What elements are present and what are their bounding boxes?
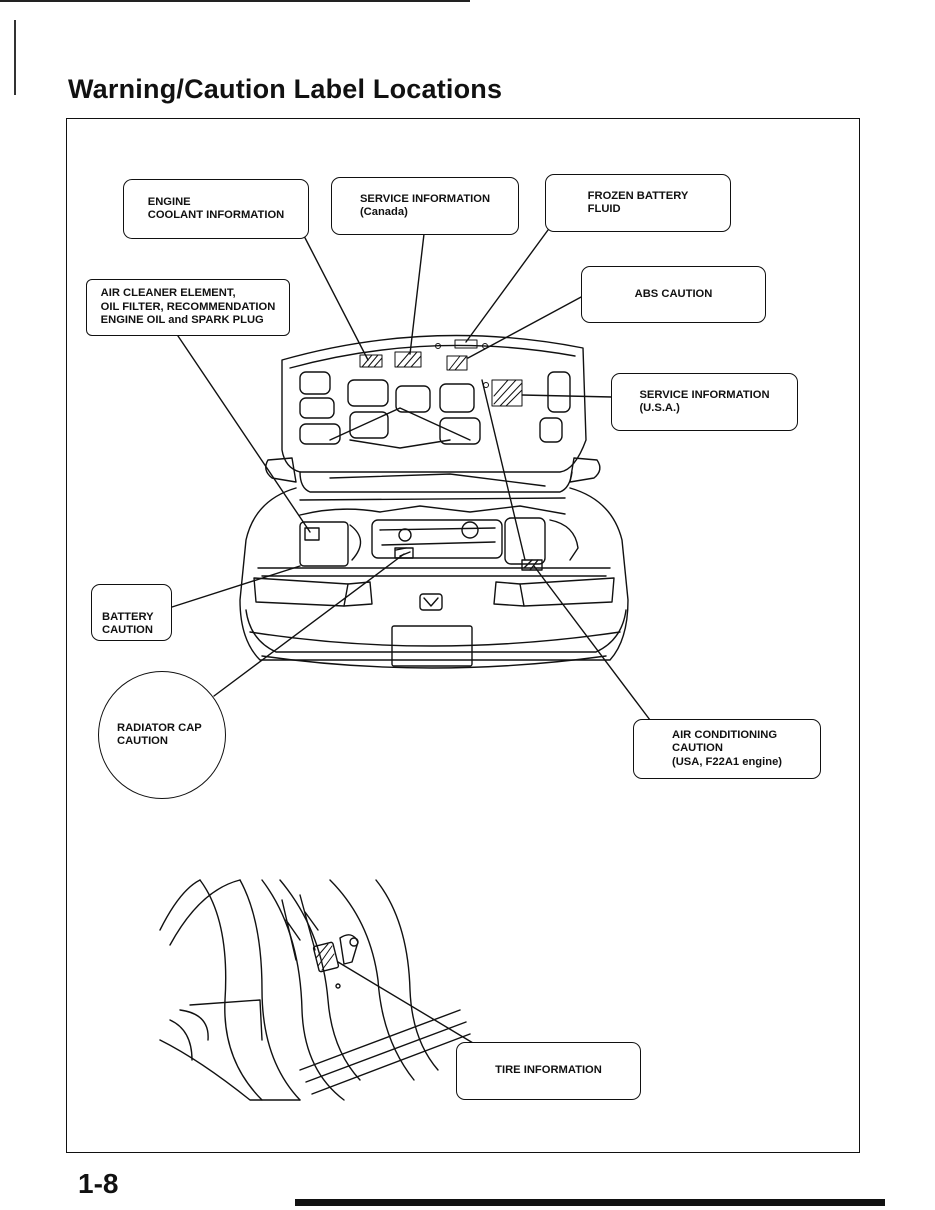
callout-air-conditioning-caution-text: AIR CONDITIONING CAUTION (USA, F22A1 eng… bbox=[671, 728, 783, 768]
door-jamb-illustration bbox=[159, 879, 471, 1101]
callout-abs-caution-text: ABS CAUTION bbox=[634, 287, 713, 300]
callout-engine-coolant-information: ENGINE COOLANT INFORMATION bbox=[123, 179, 309, 239]
callout-battery-caution: BATTERY CAUTION bbox=[91, 584, 172, 641]
page-number: 1-8 bbox=[78, 1168, 119, 1199]
scan-top-edge bbox=[0, 0, 470, 2]
leader-line-tire bbox=[337, 961, 479, 1047]
callout-radiator-cap-caution-text: RADIATOR CAP CAUTION bbox=[117, 721, 202, 748]
scan-left-edge bbox=[14, 20, 16, 95]
leader-lines-top bbox=[171, 229, 651, 721]
figure-frame bbox=[66, 118, 860, 1153]
callout-battery-caution-text: BATTERY CAUTION bbox=[102, 610, 154, 637]
callout-radiator-cap-caution: RADIATOR CAP CAUTION bbox=[98, 671, 226, 799]
callout-engine-coolant-information-text: ENGINE COOLANT INFORMATION bbox=[147, 195, 285, 222]
callout-air-cleaner-oil-spark-plug: AIR CLEANER ELEMENT, OIL FILTER, RECOMME… bbox=[86, 279, 290, 336]
car-front-illustration bbox=[239, 334, 629, 669]
callout-tire-information: TIRE INFORMATION bbox=[456, 1042, 641, 1100]
callout-air-conditioning-caution: AIR CONDITIONING CAUTION (USA, F22A1 eng… bbox=[633, 719, 821, 779]
callout-air-cleaner-oil-spark-plug-text: AIR CLEANER ELEMENT, OIL FILTER, RECOMME… bbox=[100, 287, 276, 327]
callout-service-information-usa-text: SERVICE INFORMATION (U.S.A.) bbox=[639, 388, 770, 415]
page-title: Warning/Caution Label Locations bbox=[68, 74, 503, 104]
callout-service-information-canada: SERVICE INFORMATION (Canada) bbox=[331, 177, 519, 235]
callout-frozen-battery-fluid: FROZEN BATTERY FLUID bbox=[545, 174, 731, 232]
callout-abs-caution: ABS CAUTION bbox=[581, 266, 766, 323]
callout-frozen-battery-fluid-text: FROZEN BATTERY FLUID bbox=[587, 189, 689, 216]
callout-service-information-usa: SERVICE INFORMATION (U.S.A.) bbox=[611, 373, 798, 431]
bottom-rule bbox=[295, 1199, 885, 1206]
callout-tire-information-text: TIRE INFORMATION bbox=[495, 1064, 602, 1077]
callout-service-information-canada-text: SERVICE INFORMATION (Canada) bbox=[359, 192, 491, 219]
